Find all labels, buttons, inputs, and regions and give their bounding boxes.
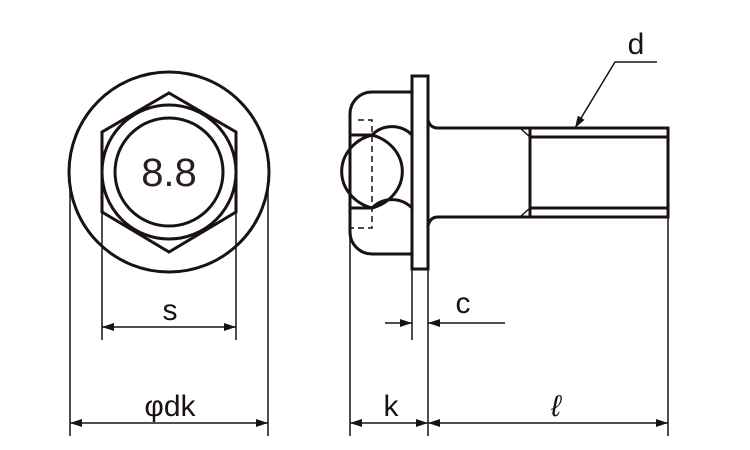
flange-circle [67,70,271,274]
end-view: 8.8 [67,70,271,436]
flange [410,74,430,271]
label-d: d [628,28,645,61]
dimension-c: c [385,287,505,327]
label-s: s [163,294,178,327]
label-k: k [384,390,400,423]
bearing-circle [100,103,238,241]
dimension-s: s [102,294,236,331]
dimension-d: d [574,28,657,129]
grade-marking: 8.8 [141,151,197,195]
dimension-dk: φdk [70,390,268,427]
marking-circle [113,116,225,228]
dimension-l: ℓ [428,390,668,427]
hex-head [348,90,412,256]
hex-faces [340,125,414,210]
hex-outline [100,91,238,254]
side-view [340,74,670,436]
shank [426,119,670,227]
label-dk: φdk [144,390,196,423]
label-c: c [456,287,471,320]
label-l: ℓ [550,390,562,423]
dimension-k: k [350,390,428,427]
hidden-lines [350,119,373,229]
